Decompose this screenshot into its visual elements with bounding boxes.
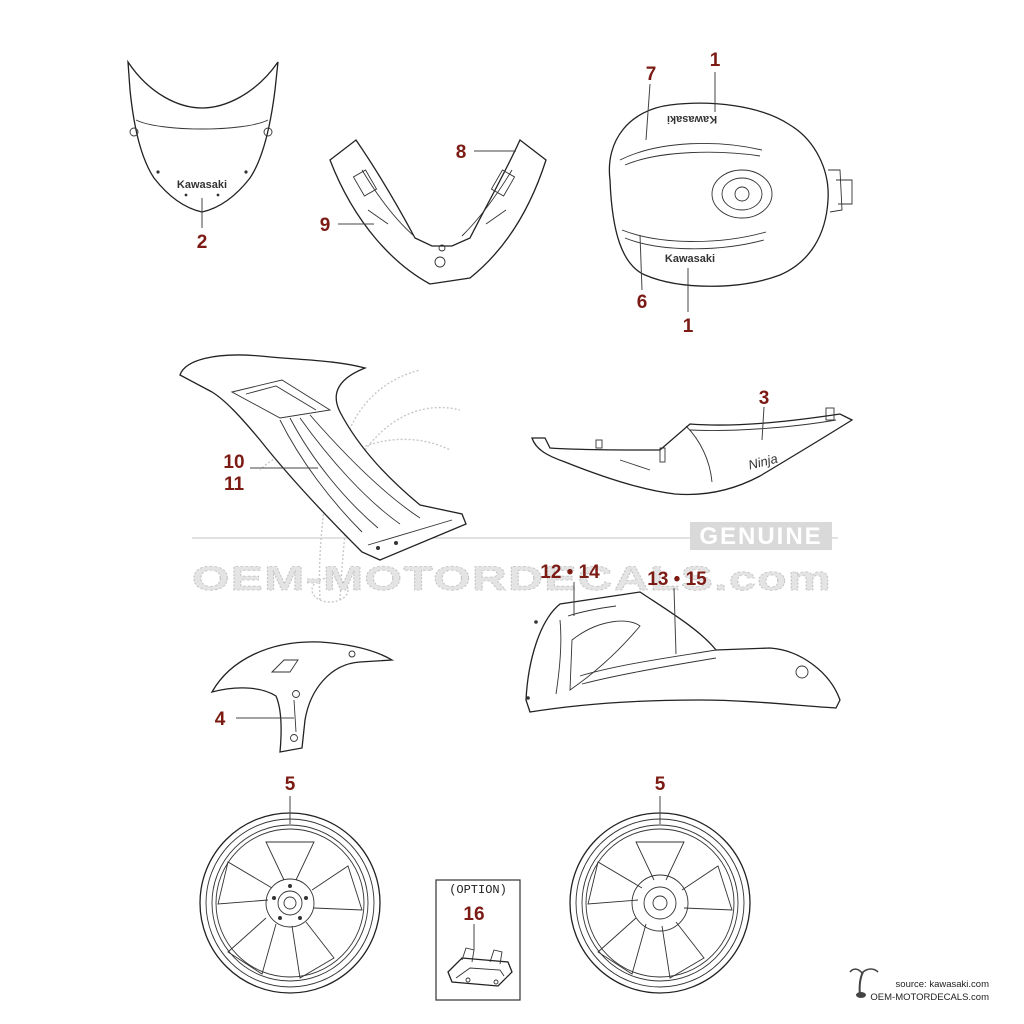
part-rear-wheel <box>569 812 751 994</box>
tank-logo-top: Kawasaki <box>667 113 717 125</box>
leader-3 <box>761 406 765 441</box>
source-text: source: kawasaki.com <box>896 979 990 990</box>
part-windshield: Kawasaki <box>127 59 279 213</box>
callout-10: 10 <box>223 452 244 473</box>
callout-12-14: 12 • 14 <box>540 562 600 583</box>
source-credit: source: kawasaki.com OEM-MOTORDECALS.com <box>849 968 990 1003</box>
leader-7 <box>645 83 651 141</box>
callout-2: 2 <box>197 232 208 253</box>
callouts: 1 1 2 3 4 5 5 6 7 8 9 10 11 12 • 14 13 •… <box>197 50 770 925</box>
part-front-wheel <box>199 812 381 994</box>
callout-6: 6 <box>637 292 648 313</box>
watermark-badge: GENUINE <box>699 523 822 550</box>
part-upper-cowl <box>329 138 547 285</box>
part-lower-fairing <box>525 591 841 713</box>
leader-6 <box>639 234 643 291</box>
part-seat-cowl: Ninja <box>531 407 854 496</box>
callout-8: 8 <box>456 142 467 163</box>
callout-9: 9 <box>320 215 331 236</box>
callout-4: 4 <box>215 709 226 730</box>
tank-logo-bottom: Kawasaki <box>665 253 715 265</box>
part-emblem <box>447 947 513 987</box>
watermark-text: OEM-MOTORDECALS.com <box>192 560 832 598</box>
callout-1-bottom: 1 <box>683 316 694 337</box>
source-site: OEM-MOTORDECALS.com <box>870 992 989 1003</box>
callout-13-15: 13 • 15 <box>647 569 707 590</box>
leader-lines <box>201 72 765 950</box>
windshield-logo: Kawasaki <box>177 179 227 191</box>
callout-11: 11 <box>224 474 245 495</box>
palm-logo-icon <box>849 968 879 998</box>
option-box: (OPTION) <box>435 879 521 1001</box>
option-label: (OPTION) <box>449 883 507 897</box>
callout-5-rear: 5 <box>655 774 666 795</box>
part-fuel-tank: Kawasaki Kawasaki <box>608 102 853 287</box>
leader-13-15 <box>673 587 677 655</box>
callout-5-front: 5 <box>285 774 296 795</box>
part-side-fairing <box>179 354 467 561</box>
callout-7: 7 <box>646 64 657 85</box>
callout-1-top: 1 <box>710 50 721 71</box>
callout-16: 16 <box>463 904 484 925</box>
watermark-badge-box <box>690 522 832 550</box>
part-front-fender <box>210 641 395 753</box>
watermark: GENUINE OEM-MOTORDECALS.com <box>192 369 838 603</box>
callout-3: 3 <box>759 388 770 409</box>
tail-logo: Ninja <box>747 451 779 473</box>
